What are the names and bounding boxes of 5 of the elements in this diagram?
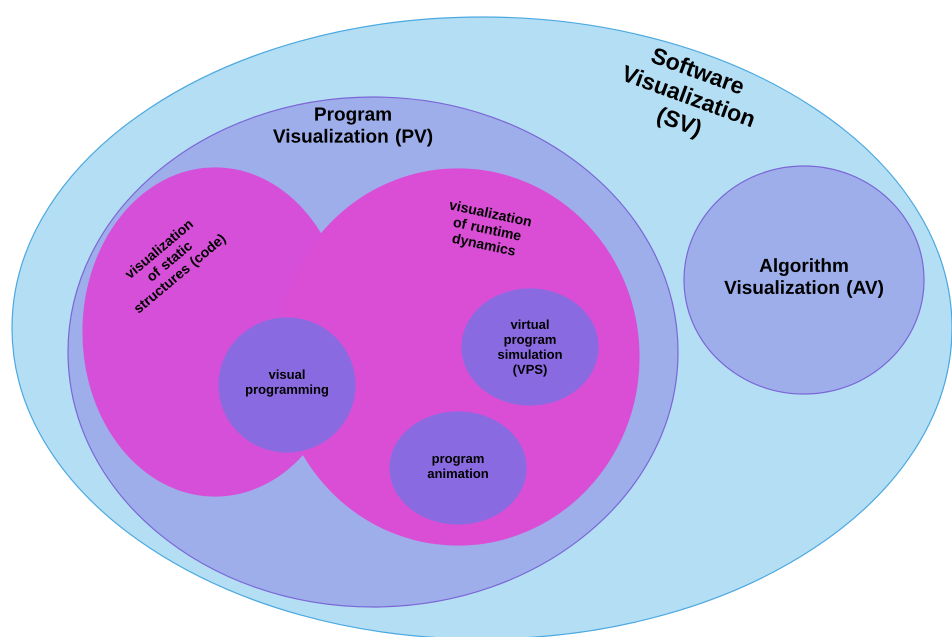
node-label: program animation — [428, 456, 488, 478]
node-label: Program Visualization (PV) — [273, 108, 432, 146]
node-label: visual programming — [246, 369, 328, 397]
node-label: Algorithm Visualization (AV) — [724, 258, 883, 298]
node-label: virtual program simulation (VPS) — [498, 319, 562, 377]
